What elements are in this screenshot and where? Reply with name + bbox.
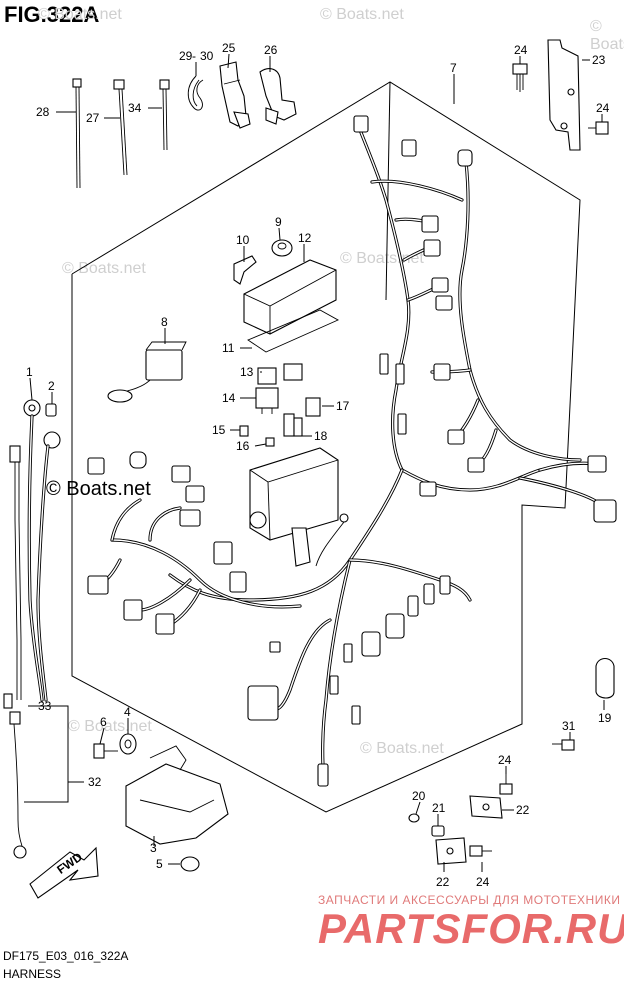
leader-lines: [24, 53, 605, 872]
callout: 24: [514, 43, 528, 57]
assembly-outline: [71, 81, 581, 813]
callout: 21: [432, 801, 446, 815]
footer-code: DF175_E03_016_322A: [3, 949, 129, 963]
main-harness: [98, 128, 602, 782]
callout: 27: [86, 111, 100, 125]
callout-labels: 1 2 3 4 5 6 7 8 9 10 11 12 13 14 15 16 1…: [26, 41, 612, 889]
watermark: © Boats.net: [360, 740, 444, 757]
bracket-23: [547, 39, 581, 151]
callout: 29: [179, 49, 193, 63]
callout: 25: [222, 41, 236, 55]
fuse-17: [305, 397, 321, 417]
callout: 20: [412, 789, 426, 803]
callout: 6: [100, 715, 107, 729]
bracket-3: [125, 745, 229, 845]
callout: 23: [592, 53, 606, 67]
callout: 30: [200, 49, 214, 63]
callout: 16: [236, 439, 250, 453]
fuse-15: [239, 425, 249, 437]
cable-tie-27: [113, 79, 128, 176]
clip-29-30: [187, 75, 204, 111]
plate-22-upper: [469, 795, 503, 819]
callout: 17: [336, 399, 350, 413]
battery-cables: [3, 399, 61, 859]
watermark: © Boats.net: [320, 6, 404, 23]
callout: 12: [298, 231, 312, 245]
callout: 5: [156, 857, 163, 871]
callout: 34: [128, 101, 142, 115]
callout: 3: [150, 841, 157, 855]
callout-dash: -: [192, 49, 196, 63]
callout: 7: [450, 61, 457, 75]
washer-20: [408, 813, 420, 823]
fuse-18: [283, 413, 303, 437]
footer-title: HARNESS: [3, 967, 62, 981]
fuse-box-7: [249, 447, 349, 567]
fuse-cover-12: [243, 259, 337, 335]
grommet-5: [180, 856, 200, 872]
grommet-9: [271, 239, 293, 257]
callout: 11: [222, 341, 235, 355]
watermark: © Boats.net: [62, 260, 146, 277]
callout: 1: [26, 365, 33, 379]
callout: 4: [124, 705, 131, 719]
callout: 9: [275, 215, 282, 229]
fwd-arrow-icon: FWD: [29, 846, 99, 899]
callout: 33: [38, 699, 52, 713]
callout: 24: [498, 753, 512, 767]
watermark: © Boats.net: [38, 6, 122, 23]
callout: 8: [161, 315, 168, 329]
watermark: © Boats.net: [68, 718, 152, 735]
nut-21: [431, 825, 445, 837]
relay-14: [255, 387, 279, 414]
callout: 26: [264, 43, 278, 57]
callout: 15: [212, 423, 226, 437]
shop-logo[interactable]: PARTSFOR.RU: [318, 905, 624, 952]
clip-10: [233, 255, 257, 285]
relay-8: [107, 341, 187, 403]
callout: 28: [36, 105, 50, 119]
callout: 19: [598, 711, 612, 725]
washer-4: [119, 733, 137, 755]
bolt-24-right: [588, 121, 609, 135]
relay-13: [257, 363, 303, 385]
bolt-24-top: [512, 63, 528, 92]
callout: 13: [240, 365, 254, 379]
harness-connectors: [87, 115, 617, 787]
gasket-11: [247, 309, 340, 353]
figure-title: FIG.322A: [4, 2, 100, 27]
bolt-24-bottom-b: [469, 845, 492, 857]
bolt-24-bottom-a: [499, 774, 513, 795]
cable-tie-34: [159, 79, 170, 151]
callout: 31: [562, 719, 576, 733]
shop-tagline: ЗАПЧАСТИ И АКСЕССУАРЫ ДЛЯ МОТОТЕХНИКИ: [318, 893, 621, 907]
fuse-16: [265, 437, 275, 447]
callout: 22: [436, 875, 450, 889]
bolt-31: [552, 739, 575, 751]
callout: 14: [222, 391, 236, 405]
callout: 22: [516, 803, 530, 817]
callout: 24: [596, 101, 610, 115]
callout: 24: [476, 875, 490, 889]
plate-22-lower: [435, 837, 467, 865]
outline-line: [385, 81, 391, 301]
watermark: © Boats.net: [590, 18, 624, 53]
cable-tie-28: [72, 78, 82, 189]
clamp-25: [219, 61, 251, 129]
callout: 32: [88, 775, 102, 789]
callout: 10: [236, 233, 250, 247]
clamp-26: [259, 68, 297, 125]
callout: 2: [48, 379, 55, 393]
callout: 18: [314, 429, 328, 443]
bolt-6: [93, 743, 118, 759]
cap-19: [595, 657, 615, 699]
